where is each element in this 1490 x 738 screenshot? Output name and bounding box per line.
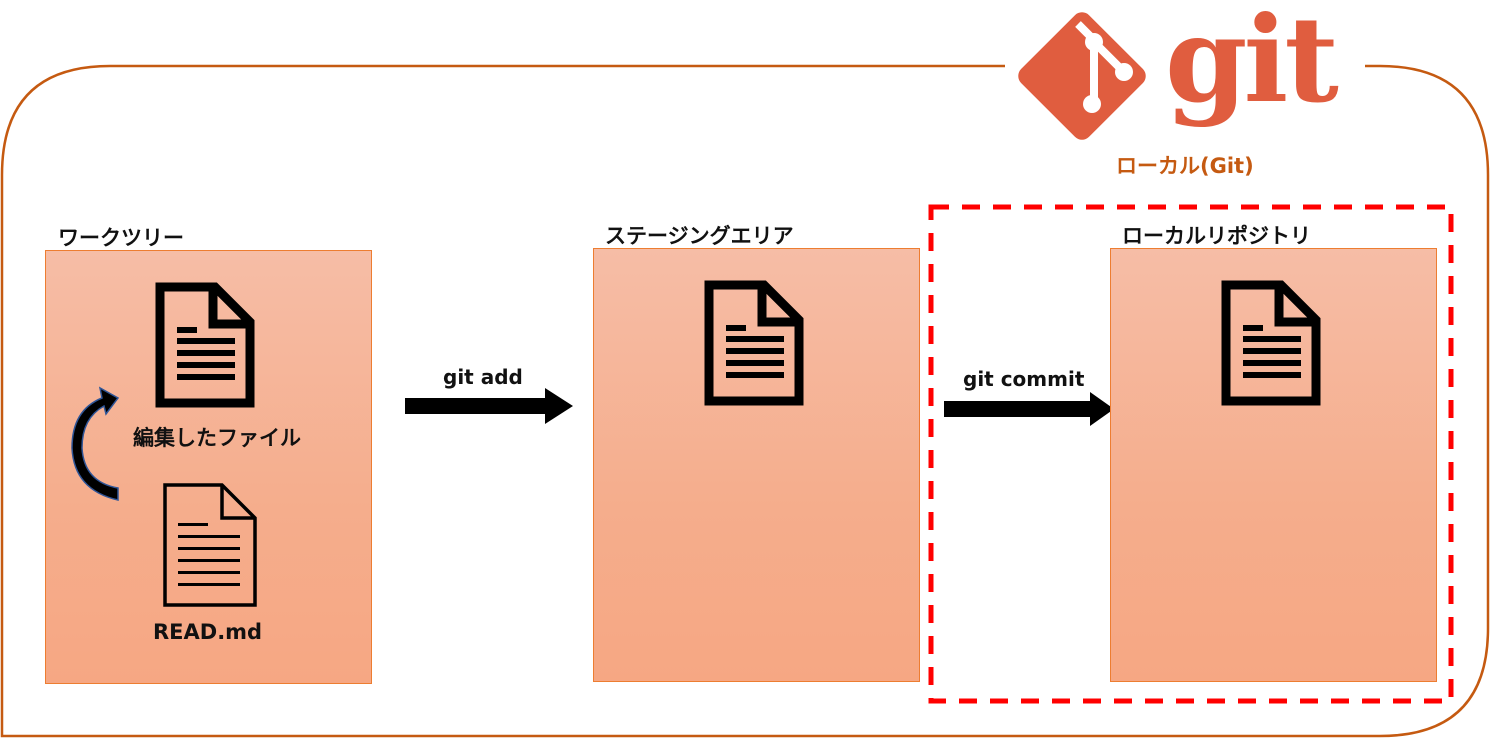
document-bold-icon	[704, 280, 804, 406]
local-repo-title: ローカルリポジトリ	[1122, 224, 1311, 248]
readme-label: READ.md	[153, 620, 263, 644]
git-add-label: git add	[443, 365, 523, 389]
document-bold-icon	[155, 282, 255, 408]
local-repo-highlight	[928, 204, 1454, 704]
staging-panel	[593, 248, 920, 682]
edited-file-label: 編集したファイル	[133, 426, 301, 450]
git-diamond-icon	[1018, 12, 1146, 140]
git-commit-label: git commit	[963, 367, 1085, 391]
local-repo-panel	[1110, 248, 1437, 682]
local-git-subtitle: ローカル(Git)	[1116, 154, 1254, 178]
curved-arrow-icon	[71, 386, 120, 501]
git-add-arrow-icon	[405, 388, 573, 424]
staging-title: ステージングエリア	[605, 224, 794, 248]
git-wordmark: git	[1165, 0, 1339, 129]
git-commit-arrow-icon	[944, 392, 1114, 426]
document-outline-icon	[163, 483, 257, 607]
worktree-title: ワークツリー	[58, 226, 184, 250]
document-bold-icon	[1221, 280, 1321, 406]
